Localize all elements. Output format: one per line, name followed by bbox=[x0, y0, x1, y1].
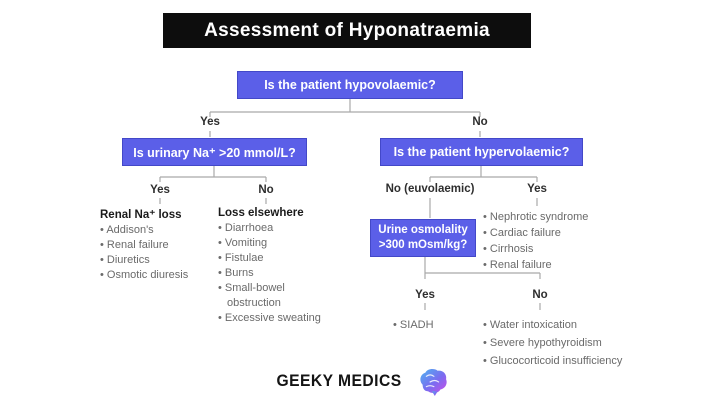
question-hypervolaemic: Is the patient hypervolaemic? bbox=[380, 138, 583, 166]
brand-name: GEEKY MEDICS bbox=[276, 371, 403, 390]
list-item: Addison's bbox=[100, 223, 212, 238]
euvolaemic-low-osmolality-list: Water intoxication Severe hypothyroidism… bbox=[483, 316, 658, 370]
list-item: Nephrotic syndrome bbox=[483, 209, 623, 225]
hypervolaemic-causes-list: Nephrotic syndrome Cardiac failure Cirrh… bbox=[483, 209, 623, 273]
branch-label-yes: Yes bbox=[150, 184, 170, 196]
brand-footer: GEEKY MEDICS bbox=[0, 366, 720, 396]
list-item: Osmotic diuresis bbox=[100, 268, 212, 283]
list-item: Diarrhoea bbox=[218, 221, 328, 236]
list-item: Cirrhosis bbox=[483, 241, 623, 257]
list-item: Diuretics bbox=[100, 253, 212, 268]
branch-label-yes: Yes bbox=[527, 183, 547, 195]
list-item: Cardiac failure bbox=[483, 225, 623, 241]
branch-label-yes: Yes bbox=[415, 289, 435, 301]
brain-icon bbox=[419, 369, 447, 396]
branch-label-no: No bbox=[258, 184, 274, 196]
renal-sodium-loss-list: Renal Na⁺ loss Addison's Renal failure D… bbox=[100, 207, 212, 283]
list-item: Small-bowel obstruction bbox=[218, 281, 328, 311]
list-item: Renal failure bbox=[100, 238, 212, 253]
list-item: Severe hypothyroidism bbox=[483, 334, 658, 352]
page-title: Assessment of Hyponatraemia bbox=[163, 13, 531, 48]
list-item: SIADH bbox=[393, 316, 473, 334]
list-item: Renal failure bbox=[483, 257, 623, 273]
list-item: Fistulae bbox=[218, 251, 328, 266]
question-hypovolaemic: Is the patient hypovolaemic? bbox=[237, 71, 463, 99]
list-item: Vomiting bbox=[218, 236, 328, 251]
loss-elsewhere-list: Loss elsewhere Diarrhoea Vomiting Fistul… bbox=[218, 207, 328, 326]
list-item: Glucocorticoid insufficiency bbox=[483, 352, 658, 370]
question-urinary-sodium: Is urinary Na⁺ >20 mmol/L? bbox=[122, 138, 307, 166]
branch-label-no: No bbox=[532, 289, 548, 301]
siadh-list: SIADH bbox=[393, 316, 473, 334]
list-item: Water intoxication bbox=[483, 316, 658, 334]
question-urine-osmolality: Urine osmolality >300 mOsm/kg? bbox=[370, 219, 476, 257]
branch-label-no-euvolaemic: No (euvolaemic) bbox=[385, 183, 475, 195]
list-header-renal: Renal Na⁺ loss bbox=[100, 209, 182, 221]
list-item: Excessive sweating bbox=[218, 311, 328, 326]
list-item: Burns bbox=[218, 266, 328, 281]
question-urine-osmolality-line2: >300 mOsm/kg? bbox=[378, 239, 468, 251]
branch-label-no: No bbox=[472, 116, 488, 128]
question-urine-osmolality-line1: Urine osmolality bbox=[378, 224, 468, 236]
branch-label-yes: Yes bbox=[200, 116, 220, 128]
list-header-elsewhere: Loss elsewhere bbox=[218, 207, 304, 219]
